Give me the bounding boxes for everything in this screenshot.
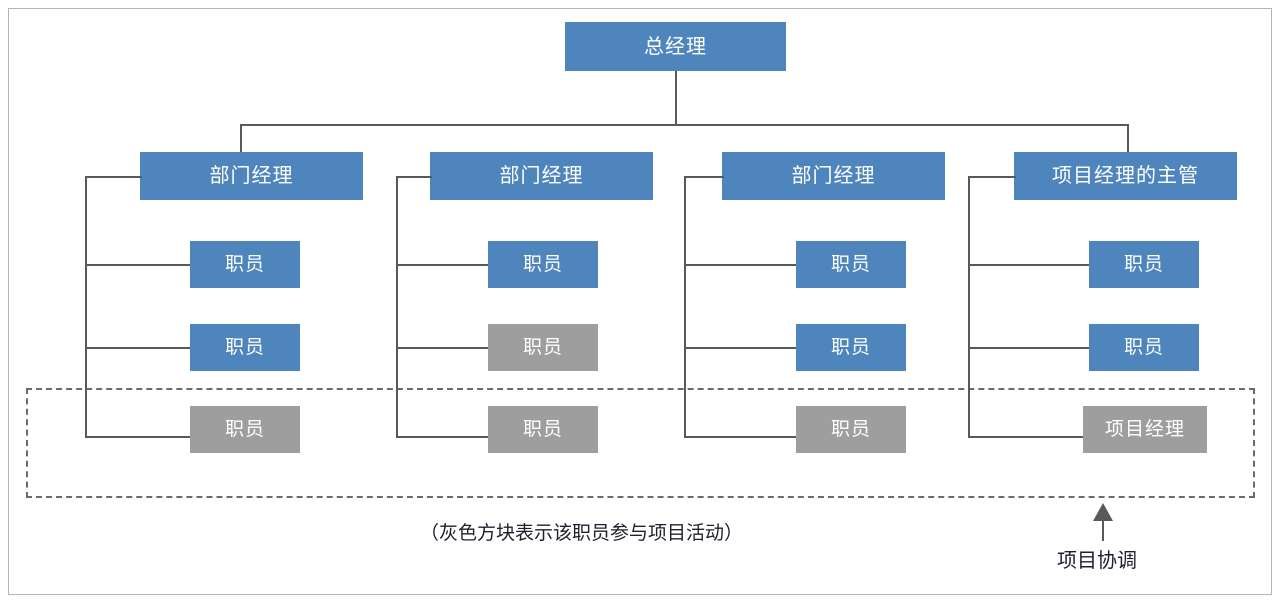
node-staff-col1-1[interactable]: 职员 [190,241,300,288]
node-staff-col2-3[interactable]: 职员 [488,406,598,453]
node-department-manager-1[interactable]: 部门经理 [140,152,363,200]
connector-member-stub-col3-3 [684,436,797,438]
node-general-manager[interactable]: 总经理 [565,22,786,71]
connector-member-stub-col3-1 [684,264,797,266]
connector-bus-drop-right [1127,124,1129,152]
outer-frame [8,8,1272,595]
project-coordination-label: 项目协调 [1057,550,1137,572]
node-staff-col1-3[interactable]: 职员 [190,406,300,453]
connector-member-stub-col2-1 [396,264,489,266]
connector-head-stub-col1 [85,176,142,178]
connector-spine-col1 [85,176,87,436]
connector-bus-horizontal [240,124,1129,126]
node-staff-col4-2[interactable]: 职员 [1089,324,1199,371]
connector-member-stub-col1-3 [85,436,192,438]
node-staff-col1-2[interactable]: 职员 [190,324,300,371]
connector-member-stub-col2-3 [396,436,489,438]
connector-head-stub-col3 [684,176,724,178]
node-staff-col3-3[interactable]: 职员 [796,406,906,453]
node-department-manager-3[interactable]: 部门经理 [722,152,945,200]
connector-bus-drop-left [240,124,242,152]
connector-trunk-vertical [675,71,677,125]
node-project-manager-supervisor[interactable]: 项目经理的主管 [1014,152,1237,200]
connector-spine-col3 [684,176,686,436]
connector-member-stub-col4-2 [968,347,1090,349]
node-staff-col2-1[interactable]: 职员 [488,241,598,288]
connector-head-stub-col4 [968,176,1016,178]
connector-spine-col2 [396,176,398,436]
node-staff-col2-2[interactable]: 职员 [488,324,598,371]
connector-spine-col4 [968,176,970,436]
connector-member-stub-col3-2 [684,347,797,349]
project-scope-dashed-box [26,388,1255,498]
node-project-manager[interactable]: 项目经理 [1083,406,1207,453]
connector-member-stub-col2-2 [396,347,489,349]
legend-caption: （灰色方块表示该职员参与项目活动） [420,523,744,544]
node-department-manager-2[interactable]: 部门经理 [430,152,653,200]
connector-member-stub-col4-1 [968,264,1090,266]
project-coordination-arrow-icon [1093,503,1113,541]
connector-member-stub-col1-2 [85,347,192,349]
connector-member-stub-col1-1 [85,264,192,266]
node-staff-col3-2[interactable]: 职员 [796,324,906,371]
node-staff-col3-1[interactable]: 职员 [796,241,906,288]
connector-member-stub-col4-3 [968,436,1090,438]
connector-head-stub-col2 [396,176,432,178]
node-staff-col4-1[interactable]: 职员 [1089,241,1199,288]
